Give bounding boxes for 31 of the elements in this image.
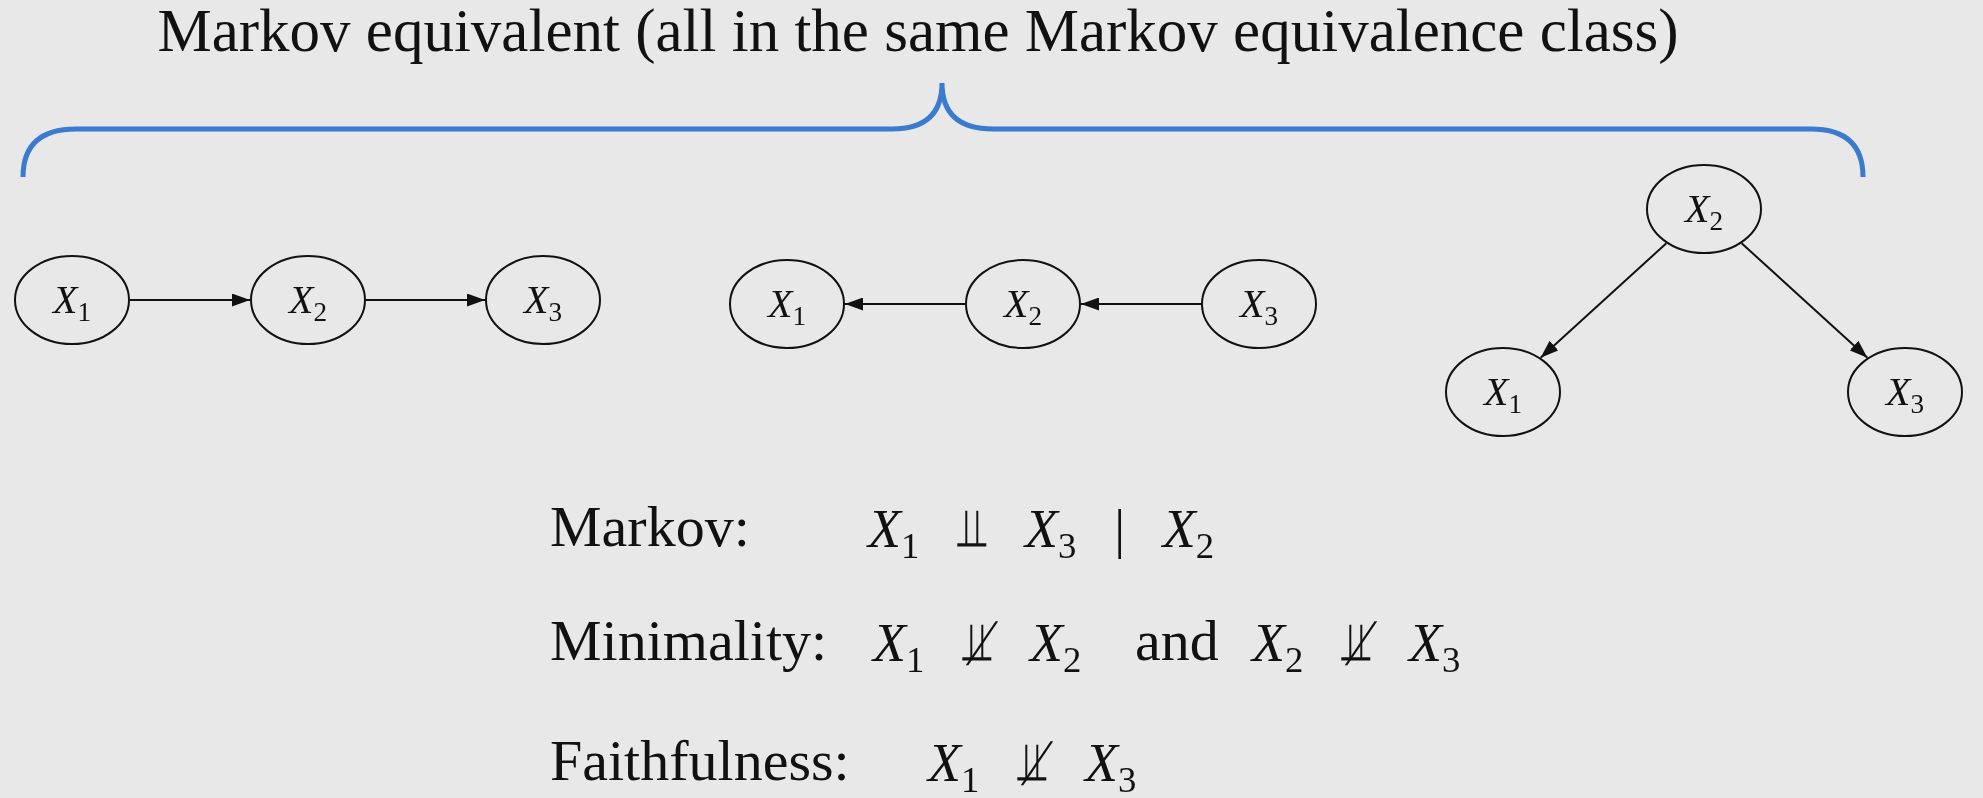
variable-node — [729, 259, 845, 349]
node-label: X$_{3}$ — [1240, 284, 1278, 324]
arrow — [1740, 242, 1869, 359]
arrow — [844, 297, 966, 311]
variable-node — [1847, 347, 1963, 437]
conjunction-text: and — [1135, 612, 1219, 671]
node-label: X$_{1}$ — [768, 284, 806, 324]
node-label: X$_{1}$ — [53, 280, 91, 320]
node-label: X$_{3}$ — [524, 280, 562, 320]
variable-node — [1646, 164, 1762, 254]
node-label: X$_{1}$ — [1484, 372, 1522, 412]
variable-node — [485, 255, 601, 345]
node-label: X$_{2}$ — [1004, 284, 1042, 324]
row-label: Faithfulness: — [550, 732, 850, 791]
node-label: X$_{3}$ — [1886, 372, 1924, 412]
node-label: X$_{2}$ — [1685, 189, 1723, 229]
variable-node — [1445, 347, 1561, 437]
node-label: X$_{2}$ — [289, 280, 327, 320]
variable-node — [965, 259, 1081, 349]
variable-node — [1201, 259, 1317, 349]
row-label: Minimality: — [550, 612, 828, 671]
arrow — [129, 293, 251, 307]
formula: X$_{1}$ ⫫̸ X$_{2}$ — [873, 615, 1082, 670]
formula: X$_{2}$ ⫫̸ X$_{3}$ — [1252, 615, 1461, 670]
formula: X$_{1}$ ⫫̸ X$_{3}$ — [928, 735, 1137, 790]
arrow — [1080, 297, 1202, 311]
variable-node — [14, 255, 130, 345]
arrow — [365, 293, 486, 307]
arrow — [1539, 242, 1668, 359]
row-label: Markov: — [550, 498, 750, 557]
variable-node — [250, 255, 366, 345]
